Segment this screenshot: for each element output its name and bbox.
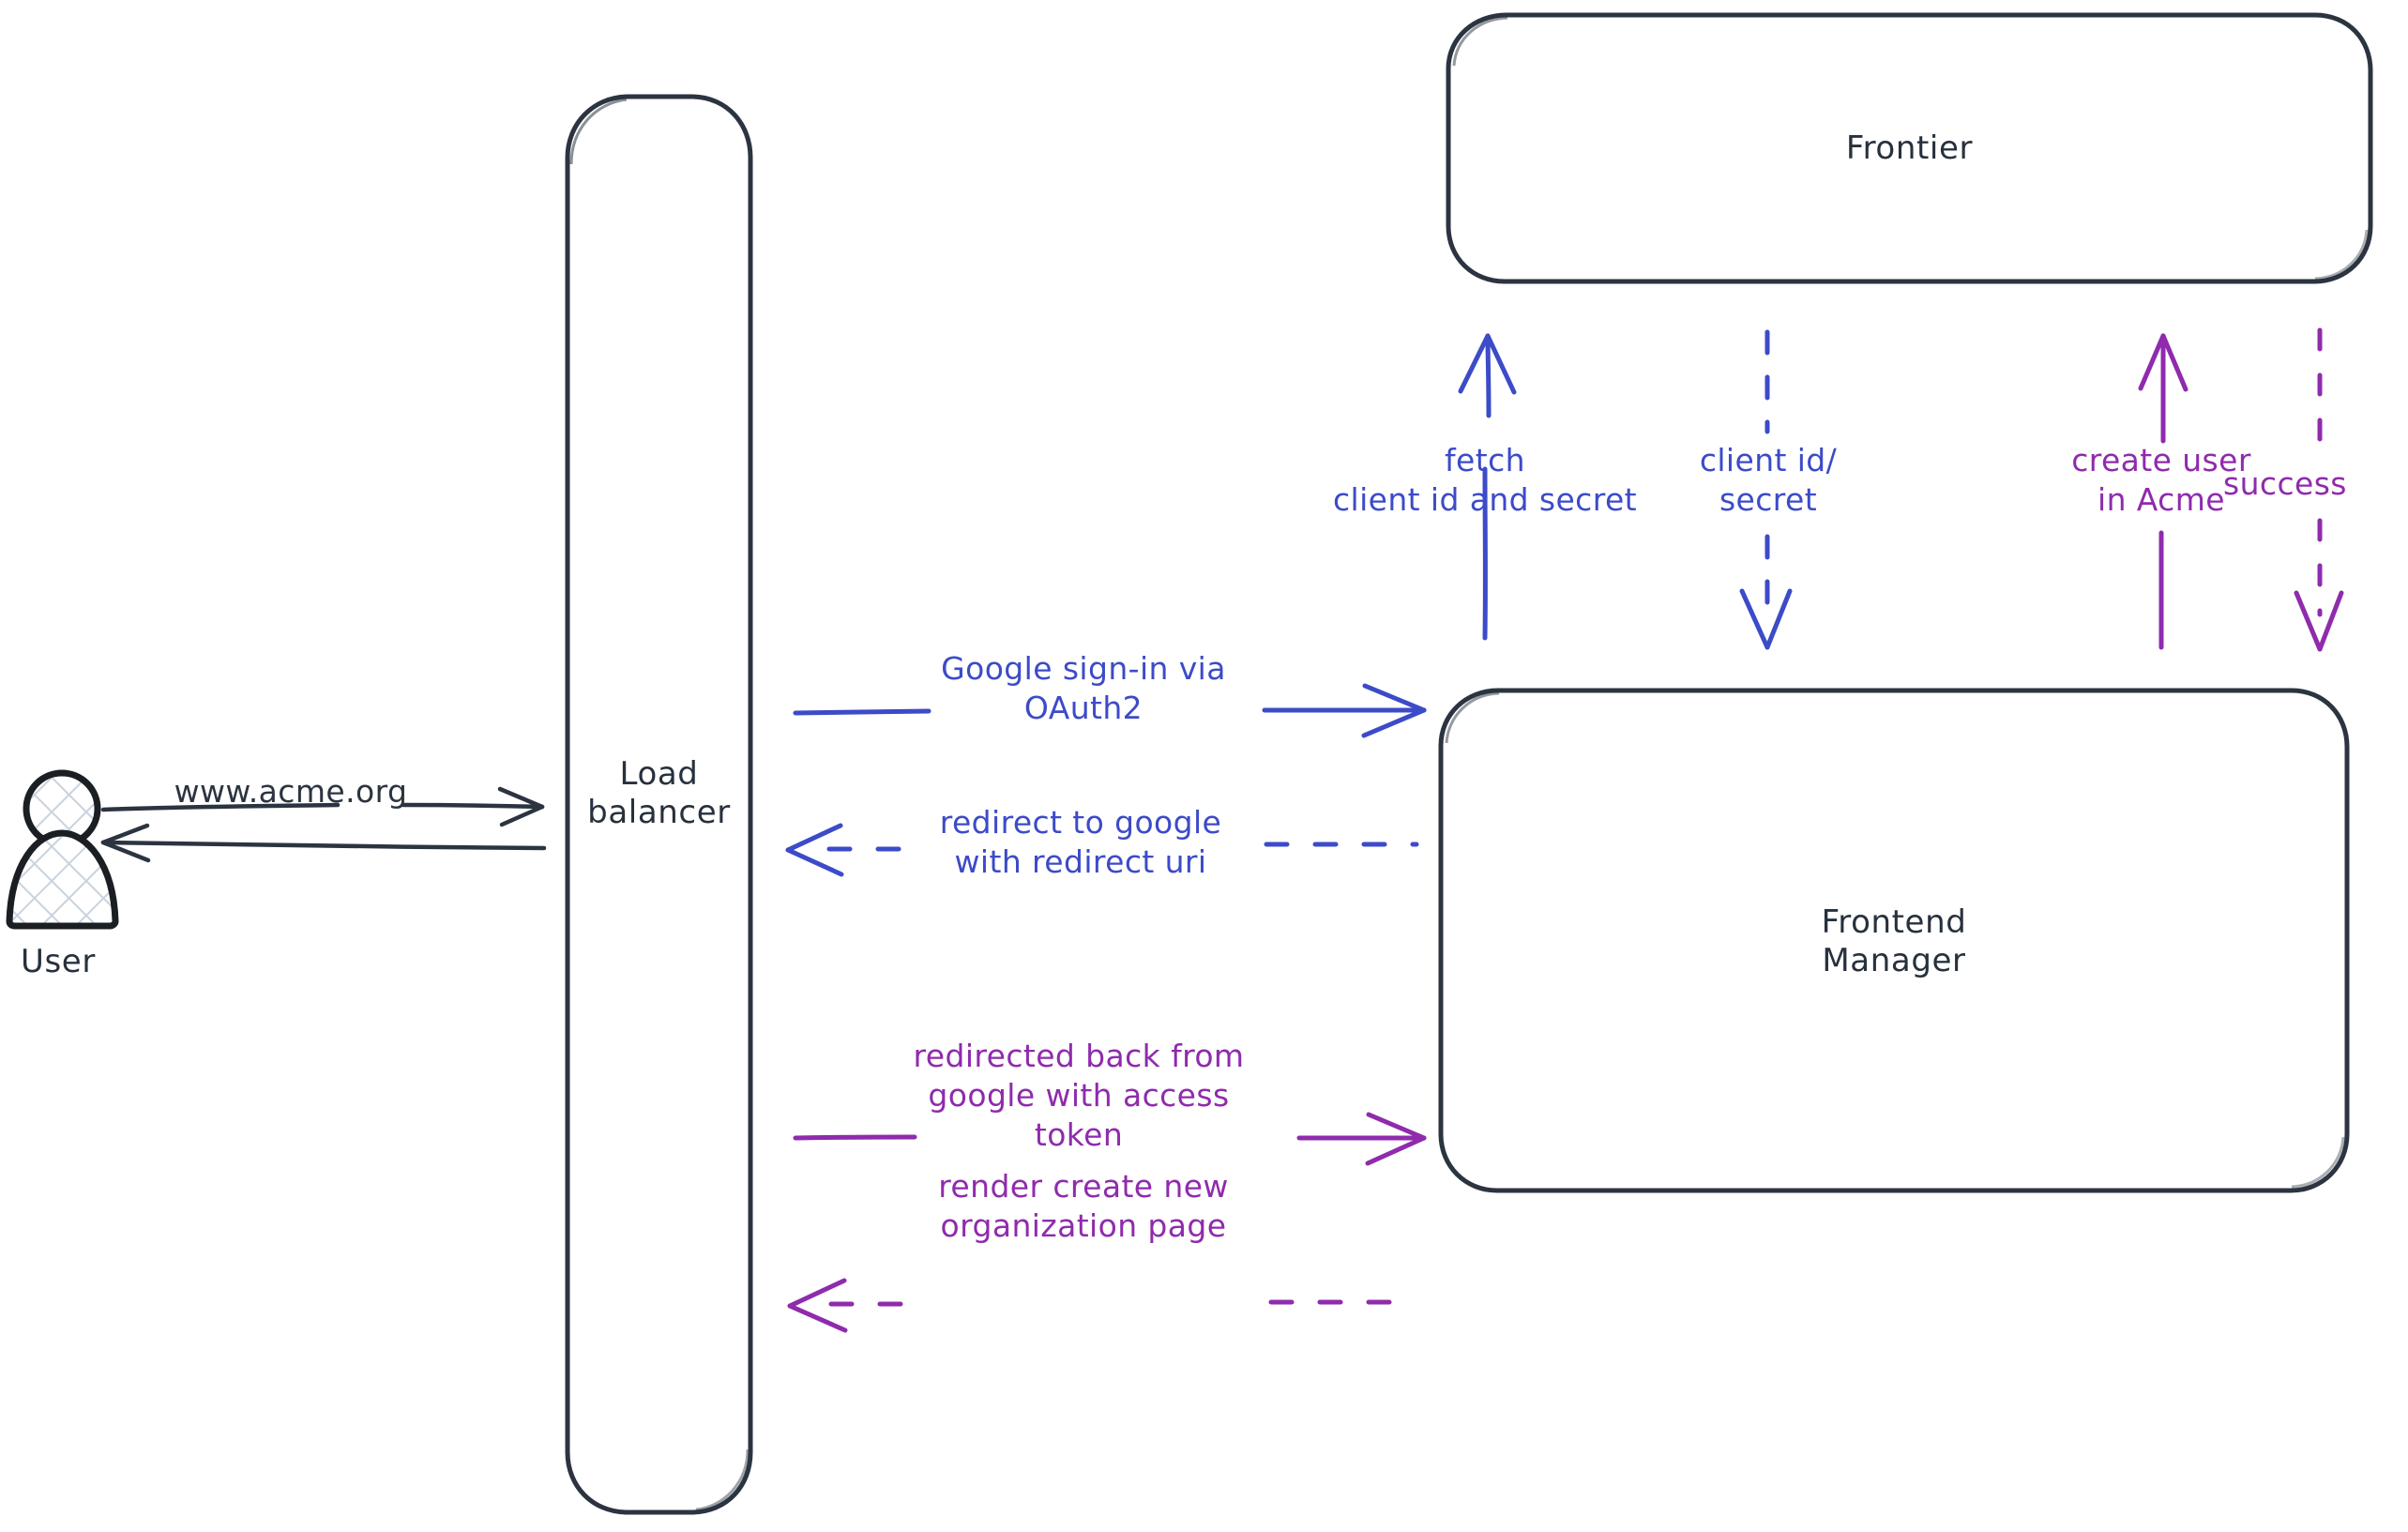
user-person-icon <box>6 769 119 930</box>
edge-render-create-org-page <box>787 1278 1419 1333</box>
edge-client-id-secret <box>1739 329 1793 650</box>
edge-load-balancer-to-user <box>100 823 547 863</box>
edge-redirected-back-with-token <box>793 1112 1427 1166</box>
node-frontier[interactable] <box>1446 12 2373 284</box>
node-load-balancer[interactable] <box>565 94 753 1515</box>
edge-google-signin-oauth2 <box>793 683 1427 738</box>
user-caption: User <box>21 943 96 980</box>
edge-create-user-in-acme <box>2138 333 2188 650</box>
edge-user-to-load-balancer <box>100 786 545 827</box>
node-frontend-manager[interactable] <box>1438 688 2350 1193</box>
edge-success <box>2294 327 2344 652</box>
edge-fetch-client-id-and-secret <box>1458 333 1517 641</box>
edge-redirect-to-google <box>785 823 1419 877</box>
